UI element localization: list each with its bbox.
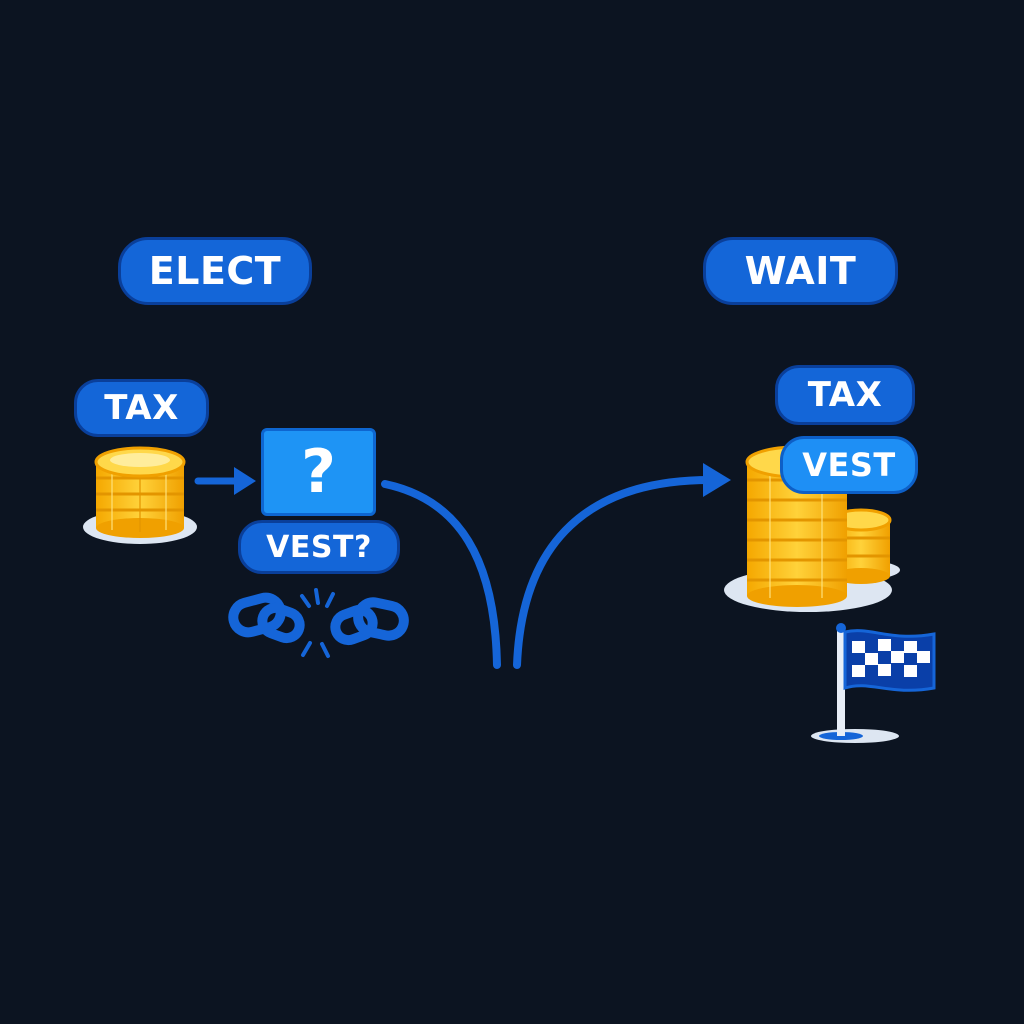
tax-label-right: TAX <box>775 365 915 425</box>
elect-label: ELECT <box>118 237 312 305</box>
vest-label-right: VEST <box>780 436 918 494</box>
checkered-flag-icon <box>811 623 936 743</box>
vest-question-label: VEST? <box>238 520 400 574</box>
wait-label: WAIT <box>703 237 898 305</box>
question-box: ? <box>261 428 376 516</box>
tax-label-left: TAX <box>74 379 209 437</box>
broken-chain-icon <box>228 588 409 658</box>
arrow-to-question <box>194 467 256 495</box>
fork-path <box>381 463 731 669</box>
coin-stack-icon <box>83 446 197 544</box>
